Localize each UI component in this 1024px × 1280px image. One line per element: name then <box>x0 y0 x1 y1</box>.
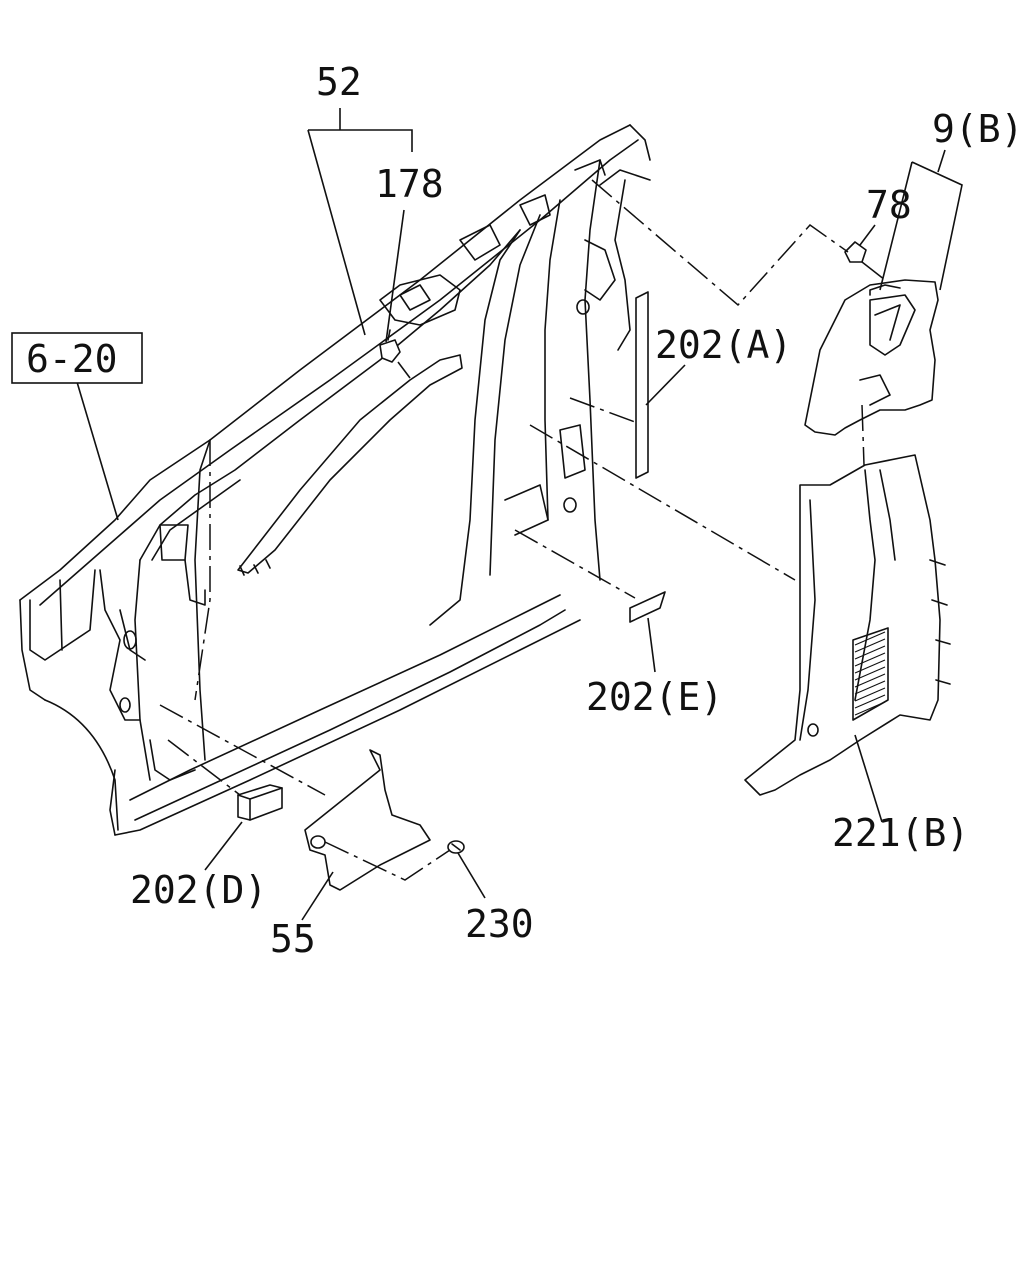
body-side-panel <box>19 124 651 836</box>
label-9b: 9(B) <box>932 107 1024 151</box>
label-52: 52 <box>316 60 362 104</box>
label-55: 55 <box>270 917 316 961</box>
label-202e: 202(E) <box>586 675 723 719</box>
pad-202d <box>237 784 283 821</box>
lower-trim-221b <box>744 454 951 796</box>
tape-202a <box>635 291 649 479</box>
label-221b: 221(B) <box>832 811 969 855</box>
label-178: 178 <box>375 162 444 206</box>
kick-panel-55 <box>304 749 431 891</box>
screw-230 <box>447 840 465 854</box>
label-78: 78 <box>866 183 912 227</box>
ref-box-frame <box>11 332 143 384</box>
clip-78 <box>844 241 867 263</box>
callout-labels: 6-20 52 178 9(B) 78 202(A) 202(E) 202(D)… <box>11 60 1024 961</box>
label-230: 230 <box>465 902 534 946</box>
label-202d: 202(D) <box>130 868 267 912</box>
upper-trim-9b <box>804 279 939 436</box>
assembly-lines <box>159 179 886 881</box>
clip-178 <box>379 329 401 363</box>
leader-lines <box>76 108 963 921</box>
tape-202e <box>629 591 666 623</box>
label-6-20: 6-20 <box>26 337 118 381</box>
vent-grille <box>852 627 889 721</box>
label-202a: 202(A) <box>655 323 792 367</box>
pillar-trim-52 <box>237 354 463 576</box>
